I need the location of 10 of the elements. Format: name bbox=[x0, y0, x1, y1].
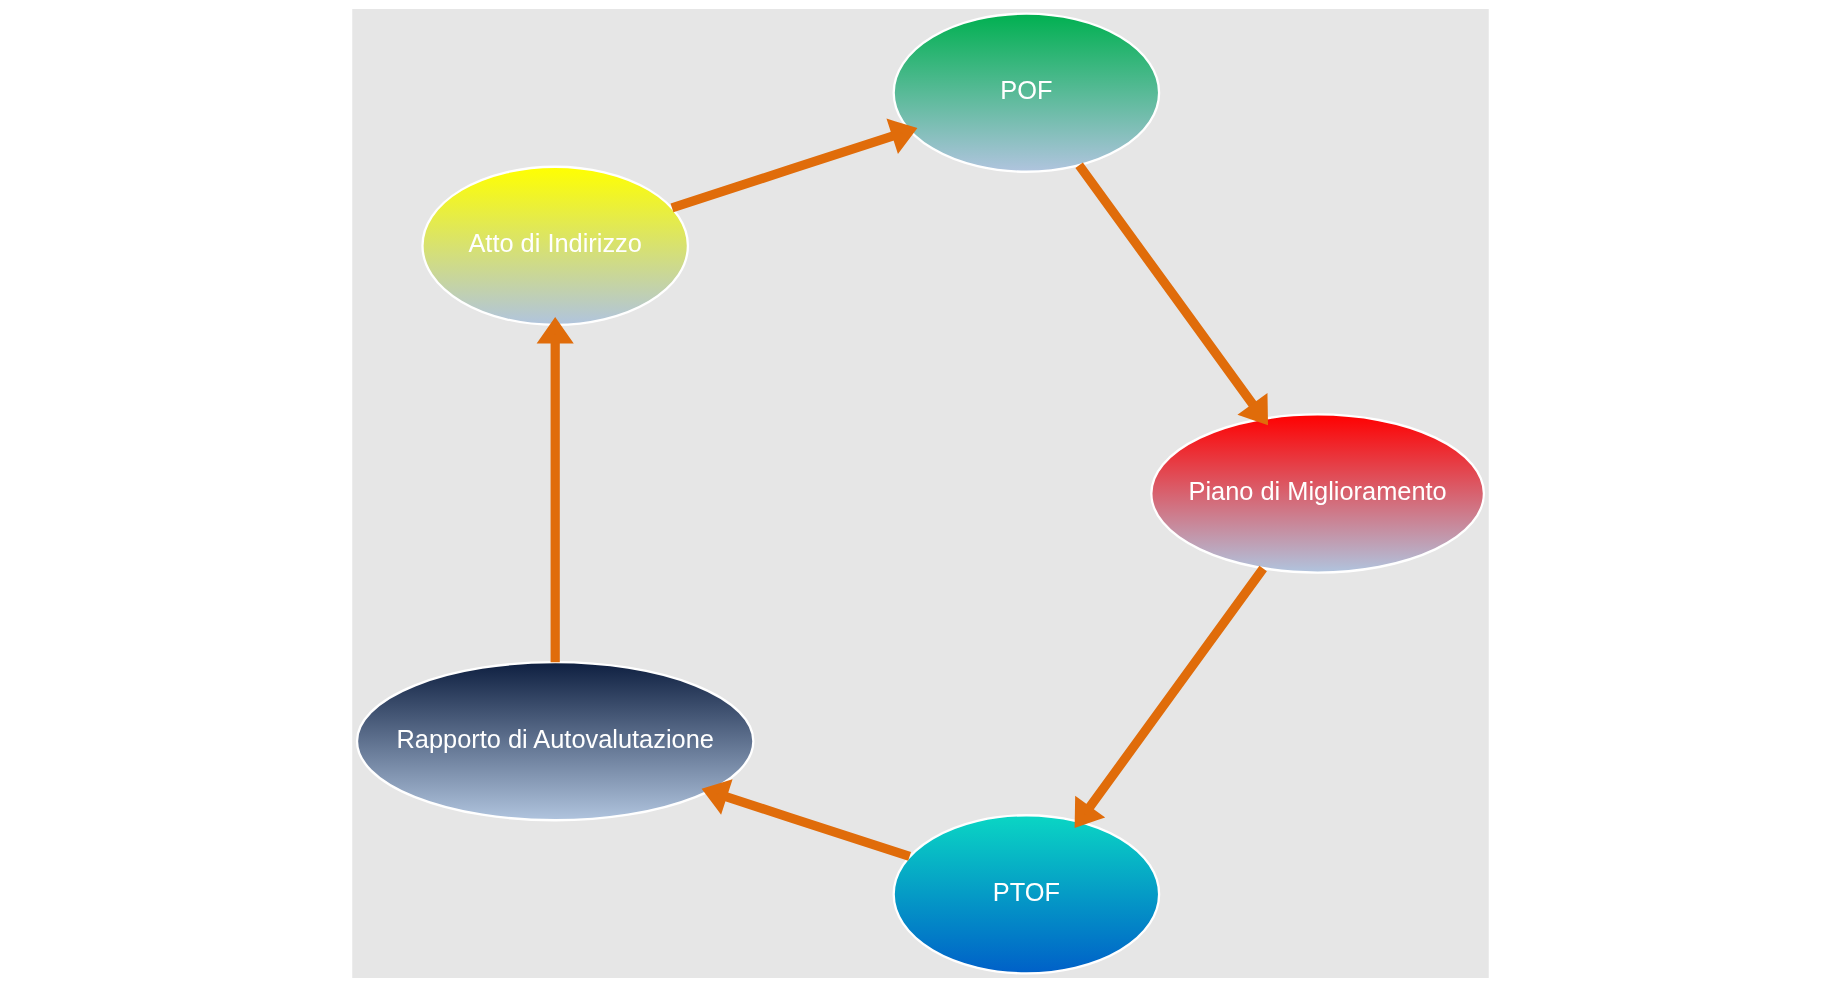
arrow bbox=[536, 316, 574, 662]
arrow bbox=[701, 778, 912, 861]
node-ellipse: POF bbox=[892, 11, 1161, 173]
node-ellipse: Piano di Miglioramento bbox=[1150, 412, 1486, 574]
arrow bbox=[1075, 162, 1269, 425]
node-ellipse: Atto di Indirizzo bbox=[421, 165, 690, 326]
arrow bbox=[1074, 565, 1267, 828]
node-ellipse: PTOF bbox=[892, 813, 1161, 975]
node-ellipse: Rapporto di Autovalutazione bbox=[355, 660, 755, 821]
arrow bbox=[670, 118, 918, 212]
